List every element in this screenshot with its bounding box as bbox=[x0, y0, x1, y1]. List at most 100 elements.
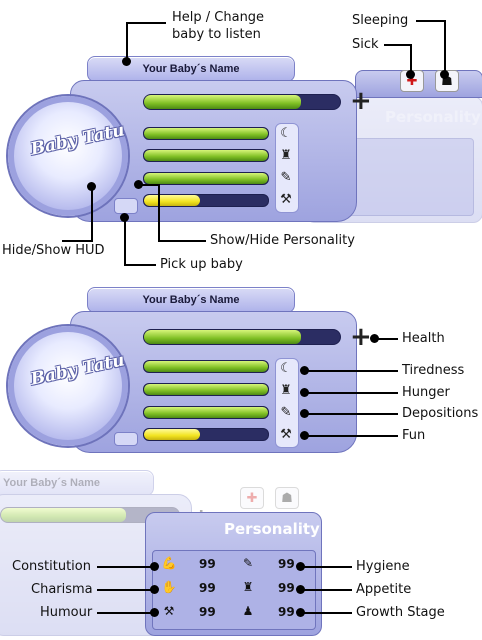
depositions-fill-2 bbox=[144, 407, 268, 418]
fun-label: Fun bbox=[402, 428, 426, 443]
hunger-fill-2 bbox=[144, 384, 268, 395]
hygiene-line bbox=[300, 566, 352, 568]
pickup-button-2[interactable] bbox=[114, 432, 138, 446]
hunger-fill bbox=[144, 150, 268, 161]
fun-fill bbox=[144, 195, 200, 206]
muscle-icon: 💪 bbox=[161, 556, 177, 570]
pencil-icon-2: ✎ bbox=[280, 404, 292, 419]
pencil-icon-3: ✎ bbox=[242, 556, 254, 570]
help-line-h bbox=[126, 22, 166, 24]
sick-line-h bbox=[384, 44, 412, 46]
baby-portrait[interactable] bbox=[8, 96, 128, 216]
sleeping-dot bbox=[440, 70, 449, 79]
appetite-label: Appetite bbox=[356, 582, 412, 597]
help-dot bbox=[122, 57, 131, 66]
wrench-icon: ⚒ bbox=[280, 191, 292, 206]
charisma-value: 99 bbox=[199, 581, 216, 595]
constitution-line bbox=[97, 566, 154, 568]
health-fill-2 bbox=[144, 330, 301, 344]
help-label: Help / Change baby to listen bbox=[172, 10, 265, 42]
hygiene-cell: ✎ 99 bbox=[234, 555, 312, 575]
sick-label: Sick bbox=[352, 37, 379, 52]
health-bar-2 bbox=[143, 329, 341, 345]
personality-title-3: Personality bbox=[224, 520, 320, 538]
growth-line bbox=[300, 612, 352, 614]
sleeping-label: Sleeping bbox=[352, 13, 409, 28]
wrench-icon-3: ⚒ bbox=[163, 604, 175, 618]
hygiene-label: Hygiene bbox=[356, 559, 410, 574]
humour-dot bbox=[150, 608, 159, 617]
pickup-line-v bbox=[124, 216, 126, 266]
growth-label: Growth Stage bbox=[356, 605, 445, 620]
icon-column-2 bbox=[275, 358, 299, 448]
depositions-bar bbox=[143, 172, 269, 185]
baby-name-button-3: Your Baby´s Name bbox=[0, 470, 154, 496]
hide-hud-label: Hide/Show HUD bbox=[2, 243, 105, 258]
wrench-icon-2: ⚒ bbox=[280, 426, 292, 441]
personality-title: Personality bbox=[385, 108, 481, 126]
health-bar-3 bbox=[0, 507, 180, 523]
moon-icon: ☾ bbox=[280, 125, 292, 140]
show-personality-label: Show/Hide Personality bbox=[210, 233, 355, 248]
depositions-bar-2 bbox=[143, 406, 269, 419]
appetite-value: 99 bbox=[278, 581, 295, 595]
fun-line bbox=[304, 435, 398, 437]
add-icon-2[interactable]: + bbox=[350, 322, 372, 352]
tiredness-label: Tiredness bbox=[402, 363, 465, 378]
humour-value: 99 bbox=[199, 605, 216, 619]
health-fill-3 bbox=[1, 508, 126, 522]
pickup-button[interactable] bbox=[114, 198, 138, 214]
hunger-label: Hunger bbox=[402, 385, 450, 400]
moon-icon-2: ☾ bbox=[280, 360, 292, 375]
personality-line-h2 bbox=[158, 240, 206, 242]
bottle-icon-2: ♜ bbox=[280, 382, 292, 397]
help-line bbox=[126, 22, 128, 60]
fun-fill-2 bbox=[144, 429, 200, 440]
growth-value: 99 bbox=[278, 605, 295, 619]
humour-label: Humour bbox=[40, 605, 93, 620]
baby-name-button-2[interactable]: Your Baby´s Name bbox=[87, 287, 295, 313]
pickup-line-h bbox=[124, 264, 156, 266]
health-fill bbox=[144, 95, 301, 109]
hide-hud-line-v bbox=[91, 186, 93, 242]
health-label: Health bbox=[402, 331, 445, 346]
constitution-cell: 💪 99 bbox=[155, 555, 233, 575]
pickup-label: Pick up baby bbox=[160, 257, 243, 272]
health-line bbox=[374, 338, 398, 340]
hunger-line bbox=[304, 392, 398, 394]
appetite-cell: ♜ 99 bbox=[234, 579, 312, 599]
add-icon[interactable]: + bbox=[350, 86, 372, 116]
sick-dot bbox=[406, 70, 415, 79]
humour-cell: ⚒ 99 bbox=[155, 603, 233, 623]
tiredness-fill-2 bbox=[144, 361, 268, 372]
tiredness-bar-2 bbox=[143, 360, 269, 373]
sleeping-icon-3: ☗ bbox=[275, 487, 299, 509]
personality-line-h1 bbox=[138, 184, 160, 186]
appetite-line bbox=[300, 589, 352, 591]
sleeping-line-h bbox=[416, 20, 446, 22]
hands-icon: ✋ bbox=[161, 580, 177, 594]
personality-line-v bbox=[158, 184, 160, 242]
icon-column bbox=[275, 123, 299, 213]
depositions-line bbox=[304, 413, 398, 415]
sick-line-v bbox=[410, 44, 412, 72]
hunger-bar-2 bbox=[143, 383, 269, 396]
charisma-line bbox=[97, 589, 154, 591]
hunger-bar bbox=[143, 149, 269, 162]
health-bar bbox=[143, 94, 341, 110]
charisma-cell: ✋ 99 bbox=[155, 579, 233, 599]
hygiene-value: 99 bbox=[278, 557, 295, 571]
depositions-label: Depositions bbox=[402, 406, 479, 421]
hide-hud-line-h bbox=[62, 240, 93, 242]
humour-line bbox=[97, 612, 154, 614]
bottle-icon: ♜ bbox=[280, 147, 292, 162]
constitution-label: Constitution bbox=[12, 559, 91, 574]
tiredness-line bbox=[304, 370, 398, 372]
tiredness-fill bbox=[144, 128, 268, 139]
fun-bar-2 bbox=[143, 428, 269, 441]
tiredness-bar bbox=[143, 127, 269, 140]
baby-portrait-2[interactable] bbox=[8, 326, 128, 446]
baby-name-button[interactable]: Your Baby´s Name bbox=[87, 56, 295, 82]
sick-icon-3: ✚ bbox=[240, 487, 264, 509]
pencil-icon: ✎ bbox=[280, 169, 292, 184]
